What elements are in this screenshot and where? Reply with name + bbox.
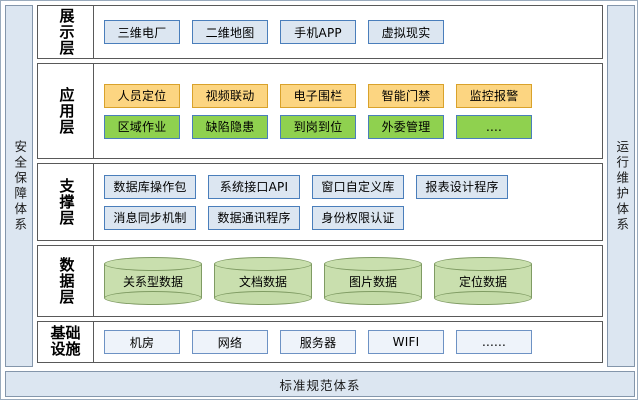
node-infrastructure[interactable]: 网络 <box>192 330 268 354</box>
node-presentation[interactable]: 三维电厂 <box>104 20 180 44</box>
node-application[interactable]: 人员定位 <box>104 83 180 108</box>
node-support[interactable]: 系统接口API <box>208 174 300 199</box>
right-band-ops-maintenance-system: 运行维护体系 <box>607 5 635 367</box>
cylinder-label: 文档数据 <box>238 274 287 289</box>
node-presentation[interactable]: 二维地图 <box>192 20 268 44</box>
node-infrastructure[interactable]: ...... <box>456 330 532 354</box>
layer-infrastructure: 基础 设施机房网络服务器 WIFI...... <box>37 321 603 363</box>
node-application[interactable]: 监控报警 <box>456 83 532 108</box>
layer-presentation: 展示层 三维电厂二维地图手机APP 虚拟现实 <box>37 5 603 59</box>
layer-support: 支撑层 数据库操作包系统接口API 窗口自定义库报表设计程序消息同步机制数据通讯程序… <box>37 163 603 241</box>
layer-body-support: 数据库操作包系统接口API 窗口自定义库报表设计程序消息同步机制数据通讯程序身份权… <box>94 164 602 240</box>
cylinder-bot <box>214 291 312 305</box>
cylinder-bot <box>104 291 202 305</box>
node-presentation[interactable]: 虚拟现实 <box>368 20 444 44</box>
node-support[interactable]: 身份权限认证 <box>312 205 404 230</box>
node-support[interactable]: 报表设计程序 <box>416 174 508 199</box>
layer-application-row-1: 区域作业缺陷隐患到岗到位外委管理.... <box>104 114 602 139</box>
cylinder-top <box>214 257 312 271</box>
node-support[interactable]: 消息同步机制 <box>104 205 196 230</box>
bottom-band-label: 标准规范体系 <box>279 377 361 393</box>
layer-body-application: 人员定位视频联动电子围栏智能门禁监控报警区域作业缺陷隐患到岗到位外委管理.... <box>94 64 602 158</box>
layer-title-infrastructure: 基础 设施 <box>38 322 94 362</box>
layer-title-label: 支撑层 <box>57 178 76 226</box>
layer-data-row-0: 关系型数据 文档数据 图片数据 定位数据 <box>104 257 602 305</box>
layer-title-application: 应用层 <box>38 64 94 158</box>
node-application[interactable]: 到岗到位 <box>280 114 356 139</box>
cylinder-label: 关系型数据 <box>122 274 183 289</box>
node-application[interactable]: 电子围栏 <box>280 83 356 108</box>
layer-title-label: 基础 设施 <box>50 324 81 358</box>
node-infrastructure[interactable]: WIFI <box>368 330 444 354</box>
bottom-band-standards-system: 标准规范体系 <box>5 371 635 397</box>
node-application[interactable]: 视频联动 <box>192 83 268 108</box>
layer-support-row-0: 数据库操作包系统接口API 窗口自定义库报表设计程序 <box>104 174 602 199</box>
layer-support-row-1: 消息同步机制数据通讯程序身份权限认证 <box>104 205 602 230</box>
layer-body-presentation: 三维电厂二维地图手机APP 虚拟现实 <box>94 6 602 58</box>
node-presentation[interactable]: 手机APP <box>280 20 356 44</box>
layer-application: 应用层人员定位视频联动电子围栏智能门禁监控报警区域作业缺陷隐患到岗到位外委管理.… <box>37 63 603 159</box>
node-application[interactable]: 区域作业 <box>104 114 180 139</box>
node-application[interactable]: 外委管理 <box>368 114 444 139</box>
layer-body-data: 关系型数据 文档数据 图片数据 定位数据 <box>94 246 602 316</box>
left-band-security-system: 安全保障体系 <box>5 5 33 367</box>
cylinder-top <box>104 257 202 271</box>
right-band-label: 运行维护体系 <box>614 139 630 233</box>
node-application[interactable]: 缺陷隐患 <box>192 114 268 139</box>
left-band-label: 安全保障体系 <box>12 139 28 233</box>
layer-title-label: 数据层 <box>57 257 76 305</box>
node-support[interactable]: 数据库操作包 <box>104 174 196 199</box>
node-infrastructure[interactable]: 机房 <box>104 330 180 354</box>
layer-title-presentation: 展示层 <box>38 6 94 58</box>
cylinder-top <box>434 257 532 271</box>
node-application[interactable]: .... <box>456 114 532 139</box>
cylinder-label: 定位数据 <box>458 274 507 289</box>
cylinder-bot <box>324 291 422 305</box>
layer-title-support: 支撑层 <box>38 164 94 240</box>
layer-presentation-row-0: 三维电厂二维地图手机APP 虚拟现实 <box>104 20 602 44</box>
layer-title-data: 数据层 <box>38 246 94 316</box>
data-store-cylinder[interactable]: 关系型数据 <box>104 257 202 305</box>
layer-body-infrastructure: 机房网络服务器 WIFI...... <box>94 322 602 362</box>
cylinder-label: 图片数据 <box>348 274 397 289</box>
cylinder-top <box>324 257 422 271</box>
layer-infrastructure-row-0: 机房网络服务器 WIFI...... <box>104 330 602 354</box>
layer-title-label: 展示层 <box>57 8 76 56</box>
data-store-cylinder[interactable]: 文档数据 <box>214 257 312 305</box>
node-support[interactable]: 窗口自定义库 <box>312 174 404 199</box>
data-store-cylinder[interactable]: 定位数据 <box>434 257 532 305</box>
node-support[interactable]: 数据通讯程序 <box>208 205 300 230</box>
node-infrastructure[interactable]: 服务器 <box>280 330 356 354</box>
cylinder-bot <box>434 291 532 305</box>
layer-data: 数据层 关系型数据 文档数据 图片数据 定位数据 <box>37 245 603 317</box>
node-application[interactable]: 智能门禁 <box>368 83 444 108</box>
layer-title-label: 应用层 <box>57 87 76 135</box>
data-store-cylinder[interactable]: 图片数据 <box>324 257 422 305</box>
layer-application-row-0: 人员定位视频联动电子围栏智能门禁监控报警 <box>104 83 602 108</box>
